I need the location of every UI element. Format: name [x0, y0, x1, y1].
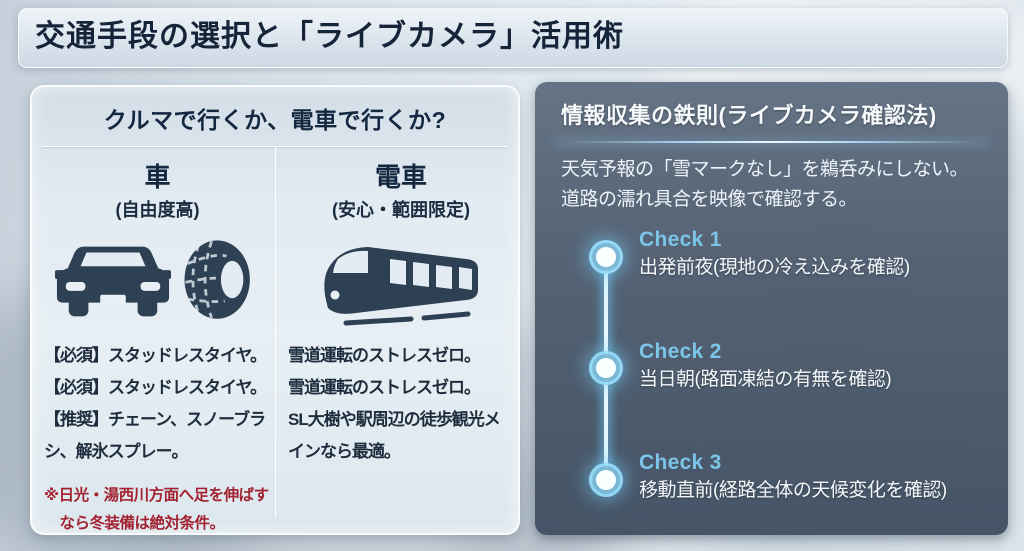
check-step-1: Check 1 出発前夜(現地の冷え込みを確認): [639, 228, 995, 281]
check-step-3: Check 3 移動直前(経路全体の天候変化を確認): [639, 451, 995, 504]
glow-divider: [553, 141, 990, 143]
tire-chain-icon: [178, 235, 262, 325]
check-text: 出発前夜(現地の冷え込みを確認): [639, 257, 910, 278]
list-item: 雪道運転のストレスゼロ。: [288, 346, 481, 365]
page-title: 交通手段の選択と「ライブカメラ」活用術: [35, 20, 624, 53]
comparison-question: クルマで行くか、電車で行くか?: [103, 107, 447, 133]
transport-comparison-panel: クルマで行くか、電車で行くか? 車 (自由度高): [30, 85, 520, 535]
list-item: 【推奨】チェーン、スノーブラシ、解氷スプレー。: [44, 410, 266, 461]
timeline-node-icon: [596, 470, 616, 490]
timeline-node-icon: [596, 358, 616, 378]
check-step-2: Check 2 当日朝(路面凍結の有無を確認): [639, 340, 995, 393]
rules-panel-title: 情報収集の鉄則(ライブカメラ確認法): [561, 103, 937, 128]
title-bar: 交通手段の選択と「ライブカメラ」活用術: [18, 8, 1008, 68]
timeline-node-icon: [596, 247, 616, 267]
list-item: 【必須】スタッドレスタイヤ。: [44, 346, 267, 365]
check-label: Check 3: [639, 451, 722, 474]
train-column-subtitle: (安心・範囲限定): [332, 200, 470, 220]
check-text: 移動直前(経路全体の天候変化を確認): [639, 480, 947, 501]
check-label: Check 2: [639, 340, 722, 363]
car-column: 車 (自由度高): [32, 147, 275, 532]
car-points-list: 【必須】スタッドレスタイヤ。 【必須】スタッドレスタイヤ。 【推奨】チェーン、ス…: [44, 340, 271, 468]
check-text: 当日朝(路面凍結の有無を確認): [639, 369, 892, 390]
check-label: Check 1: [639, 228, 722, 251]
train-points-list: 雪道運転のストレスゼロ。 雪道運転のストレスゼロ。 SL大樹や駅周辺の徒歩観光メ…: [288, 340, 514, 468]
train-icon: [316, 233, 486, 328]
train-column-title: 電車: [374, 162, 427, 192]
live-camera-rules-panel: 情報収集の鉄則(ライブカメラ確認法) 天気予報の「雪マークなし」を鵜呑みにしない…: [535, 82, 1008, 535]
car-front-icon: [54, 239, 172, 321]
car-column-title: 車: [144, 162, 171, 192]
car-column-subtitle: (自由度高): [115, 200, 200, 220]
winter-gear-warning: ※日光・湯西川方面へ足を伸ばすなら冬装備は絶対条件。: [44, 487, 269, 532]
divider: [42, 146, 508, 147]
intro-line: 道路の濡れ具合を映像で確認する。: [561, 189, 858, 210]
train-column: 電車 (安心・範囲限定): [275, 147, 518, 517]
list-item: 【必須】スタッドレスタイヤ。: [44, 378, 267, 397]
list-item: SL大樹や駅周辺の徒歩観光メインなら最適。: [288, 410, 501, 461]
list-item: 雪道運転のストレスゼロ。: [288, 378, 481, 397]
intro-line: 天気予報の「雪マークなし」を鵜呑みにしない。: [561, 159, 969, 180]
